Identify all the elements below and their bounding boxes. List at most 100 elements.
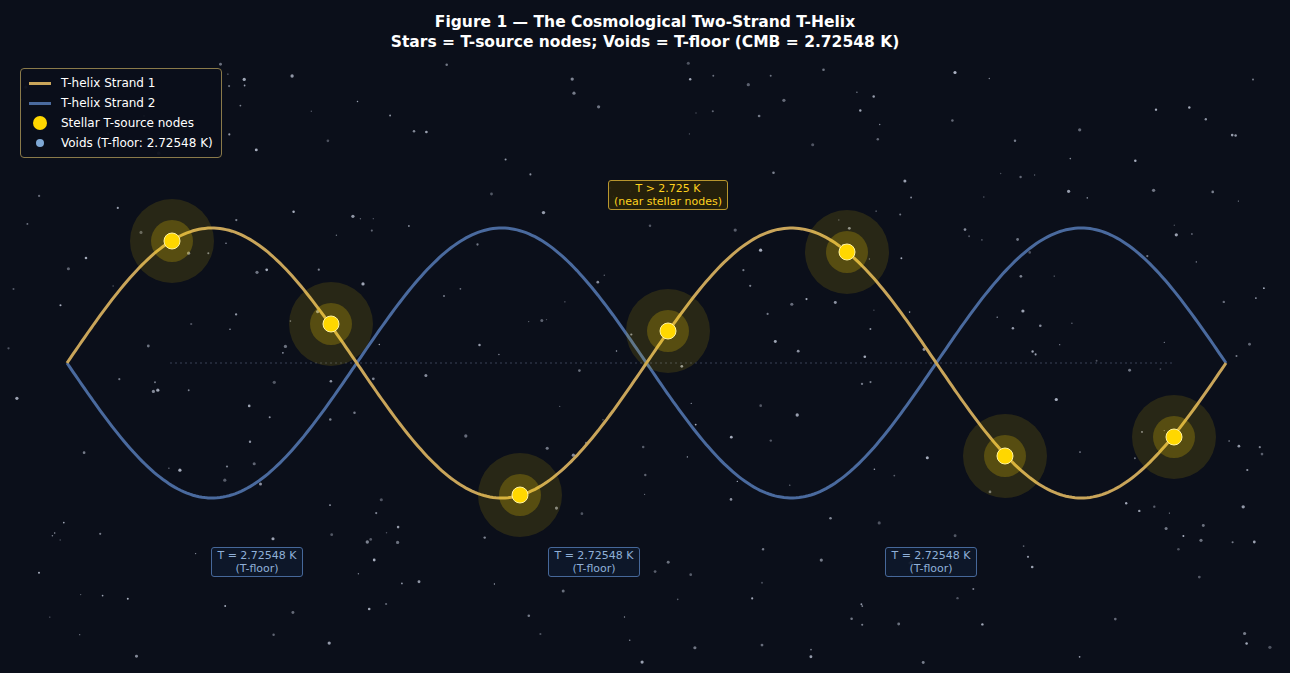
- bg-star: [190, 323, 192, 325]
- bg-star: [1223, 301, 1225, 303]
- bg-star: [540, 319, 543, 322]
- bg-star: [443, 295, 445, 297]
- bg-star: [749, 285, 751, 287]
- bg-star: [1242, 505, 1245, 508]
- bg-star: [368, 608, 371, 611]
- bg-star: [897, 623, 900, 626]
- bg-star: [505, 158, 507, 160]
- helix-strand-1: [67, 228, 1226, 498]
- bg-star: [361, 282, 364, 285]
- bg-star: [79, 634, 80, 635]
- bg-star: [654, 570, 657, 573]
- bg-star: [372, 377, 375, 380]
- bg-star: [1177, 548, 1180, 551]
- t-floor-box: T = 2.72548 K(T-floor): [211, 547, 303, 577]
- legend-text: Stellar T-source nodes: [61, 116, 194, 130]
- bg-star: [357, 101, 359, 103]
- bg-star: [235, 313, 237, 315]
- bg-star: [546, 447, 549, 450]
- star-glow-inner: [310, 303, 352, 345]
- bg-star: [734, 228, 737, 231]
- bg-star: [712, 75, 714, 77]
- legend-sample: [29, 95, 51, 111]
- bg-star: [909, 311, 911, 313]
- bg-star: [1152, 189, 1155, 192]
- bg-star: [292, 210, 294, 212]
- bg-star: [244, 85, 246, 87]
- bg-star: [59, 539, 61, 541]
- bg-star: [689, 133, 690, 134]
- bg-star: [875, 210, 876, 211]
- bg-star: [490, 193, 493, 196]
- bg-star: [253, 462, 256, 465]
- bg-star: [789, 485, 790, 486]
- bg-star: [759, 404, 762, 407]
- bg-star: [353, 412, 356, 415]
- bg-star: [1235, 355, 1237, 357]
- bg-star: [863, 355, 866, 358]
- bg-star: [1238, 445, 1241, 448]
- bg-star: [981, 239, 983, 241]
- bg-star: [1238, 200, 1239, 201]
- bg-star: [80, 594, 81, 595]
- helix-strand-2: [67, 228, 1226, 498]
- temperature-value: T = 2.72548 K: [554, 549, 634, 562]
- bg-star: [1027, 556, 1029, 558]
- bg-star: [7, 347, 9, 349]
- bg-star: [742, 269, 744, 271]
- bg-star: [730, 498, 733, 501]
- bg-star: [318, 269, 320, 271]
- bg-star: [578, 369, 581, 372]
- bg-star: [1175, 233, 1178, 236]
- bg-star: [1138, 510, 1140, 512]
- bg-star: [602, 419, 603, 420]
- bg-star: [861, 383, 863, 385]
- bg-star: [396, 541, 399, 544]
- bg-star: [1039, 325, 1042, 328]
- bg-star: [809, 655, 812, 658]
- bg-star: [226, 465, 228, 467]
- bg-star: [85, 257, 88, 260]
- bg-star: [478, 344, 480, 346]
- bg-star: [761, 582, 763, 584]
- bg-star: [629, 639, 631, 641]
- bg-star: [954, 534, 957, 537]
- bg-star: [869, 381, 871, 383]
- bg-star: [856, 91, 858, 93]
- bg-star: [616, 350, 618, 352]
- bg-star: [687, 456, 688, 457]
- bg-star: [366, 540, 369, 543]
- bg-star: [67, 267, 70, 270]
- bg-star: [52, 535, 54, 537]
- bg-star: [869, 328, 871, 330]
- bg-star: [373, 559, 376, 562]
- bg-star: [327, 139, 330, 142]
- bg-star: [224, 605, 226, 607]
- bg-star: [968, 235, 970, 237]
- bg-star: [379, 344, 381, 346]
- legend-row: Stellar T-source nodes: [29, 113, 213, 133]
- bg-star: [1035, 353, 1037, 355]
- bg-star: [380, 498, 383, 501]
- stellar-node-dot: [660, 323, 676, 339]
- bg-star: [983, 196, 985, 198]
- bg-star: [425, 131, 428, 134]
- bg-star: [401, 583, 403, 585]
- bg-star: [564, 301, 565, 302]
- bg-star: [1211, 191, 1214, 194]
- bg-star: [284, 345, 287, 348]
- bg-star: [805, 298, 807, 300]
- bg-star: [528, 321, 529, 322]
- bg-star: [1054, 275, 1055, 276]
- bg-star: [358, 573, 359, 574]
- bg-star: [1067, 190, 1070, 193]
- bg-star: [811, 143, 814, 146]
- bg-star: [910, 197, 912, 199]
- bg-star: [997, 317, 998, 318]
- bg-star: [899, 213, 901, 215]
- t-floor-box: T = 2.72548 K(T-floor): [548, 547, 640, 577]
- bg-star: [1079, 451, 1081, 453]
- stellar-node-dot: [512, 487, 528, 503]
- bg-star: [951, 119, 954, 122]
- bg-star: [953, 71, 956, 74]
